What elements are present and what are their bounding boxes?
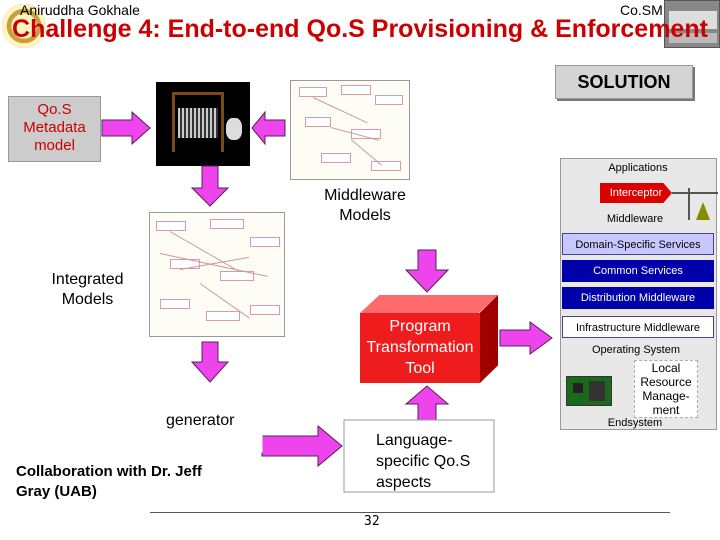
generator-text: generator	[166, 412, 235, 429]
collaboration-note: Collaboration with Dr. Jeff Gray (UAB)	[16, 463, 202, 500]
common-services-layer: Common Services	[562, 260, 714, 282]
loom-image	[156, 82, 250, 166]
vertical-rail	[688, 188, 690, 220]
integrated-model-diagram	[149, 212, 285, 337]
tool-box-side	[480, 295, 498, 383]
interceptor-arrow: Interceptor	[600, 183, 672, 203]
arrow-tool-to-stack	[499, 321, 553, 355]
footer-divider	[150, 512, 670, 513]
applications-layer: Applications	[608, 162, 668, 174]
distribution-middleware-layer: Distribution Middleware	[562, 287, 714, 309]
page-number: 32	[364, 514, 380, 529]
integrated-models-label: Integrated Models	[51, 271, 124, 308]
arrow-down-to-tool	[404, 249, 450, 293]
university-logo	[2, 4, 46, 48]
slide-title: Challenge 4: End-to-end Qo.S Provisionin…	[12, 15, 708, 43]
qos-metadata-box: Qo.S Metadata model	[8, 96, 101, 162]
arrow-integrated-down	[190, 341, 230, 383]
middleware-models-label: Middleware Models	[324, 187, 406, 224]
rail-connector	[672, 192, 718, 194]
program-transformation-tool: Program Transformation Tool	[360, 313, 480, 383]
arrow-qos-to-loom	[101, 110, 151, 146]
arrow-loom-down	[190, 165, 230, 207]
author-name: Aniruddha Gokhale	[20, 2, 140, 18]
operating-system-layer: Operating System	[591, 344, 681, 356]
endsystem-label: Endsystem	[607, 417, 663, 429]
middleware-model-diagram	[290, 80, 410, 180]
middleware-layer: Middleware	[606, 213, 664, 225]
org-name: Co.SMIC	[620, 2, 677, 18]
arrow-generator-right	[261, 424, 343, 468]
local-resource-management: Local Resource Manage-ment	[634, 360, 698, 418]
domain-services-layer: Domain-Specific Services	[562, 233, 714, 255]
circuit-board-image	[566, 376, 612, 406]
solution-badge: SOLUTION	[555, 65, 693, 99]
institute-logo	[664, 0, 720, 48]
arrow-model-to-loom	[251, 110, 286, 146]
tool-box-top	[360, 295, 498, 313]
arrow-up-to-tool	[404, 385, 450, 427]
language-text: Language-specific Qo.S aspects	[376, 432, 471, 491]
infrastructure-middleware-layer: Infrastructure Middleware	[562, 316, 714, 338]
